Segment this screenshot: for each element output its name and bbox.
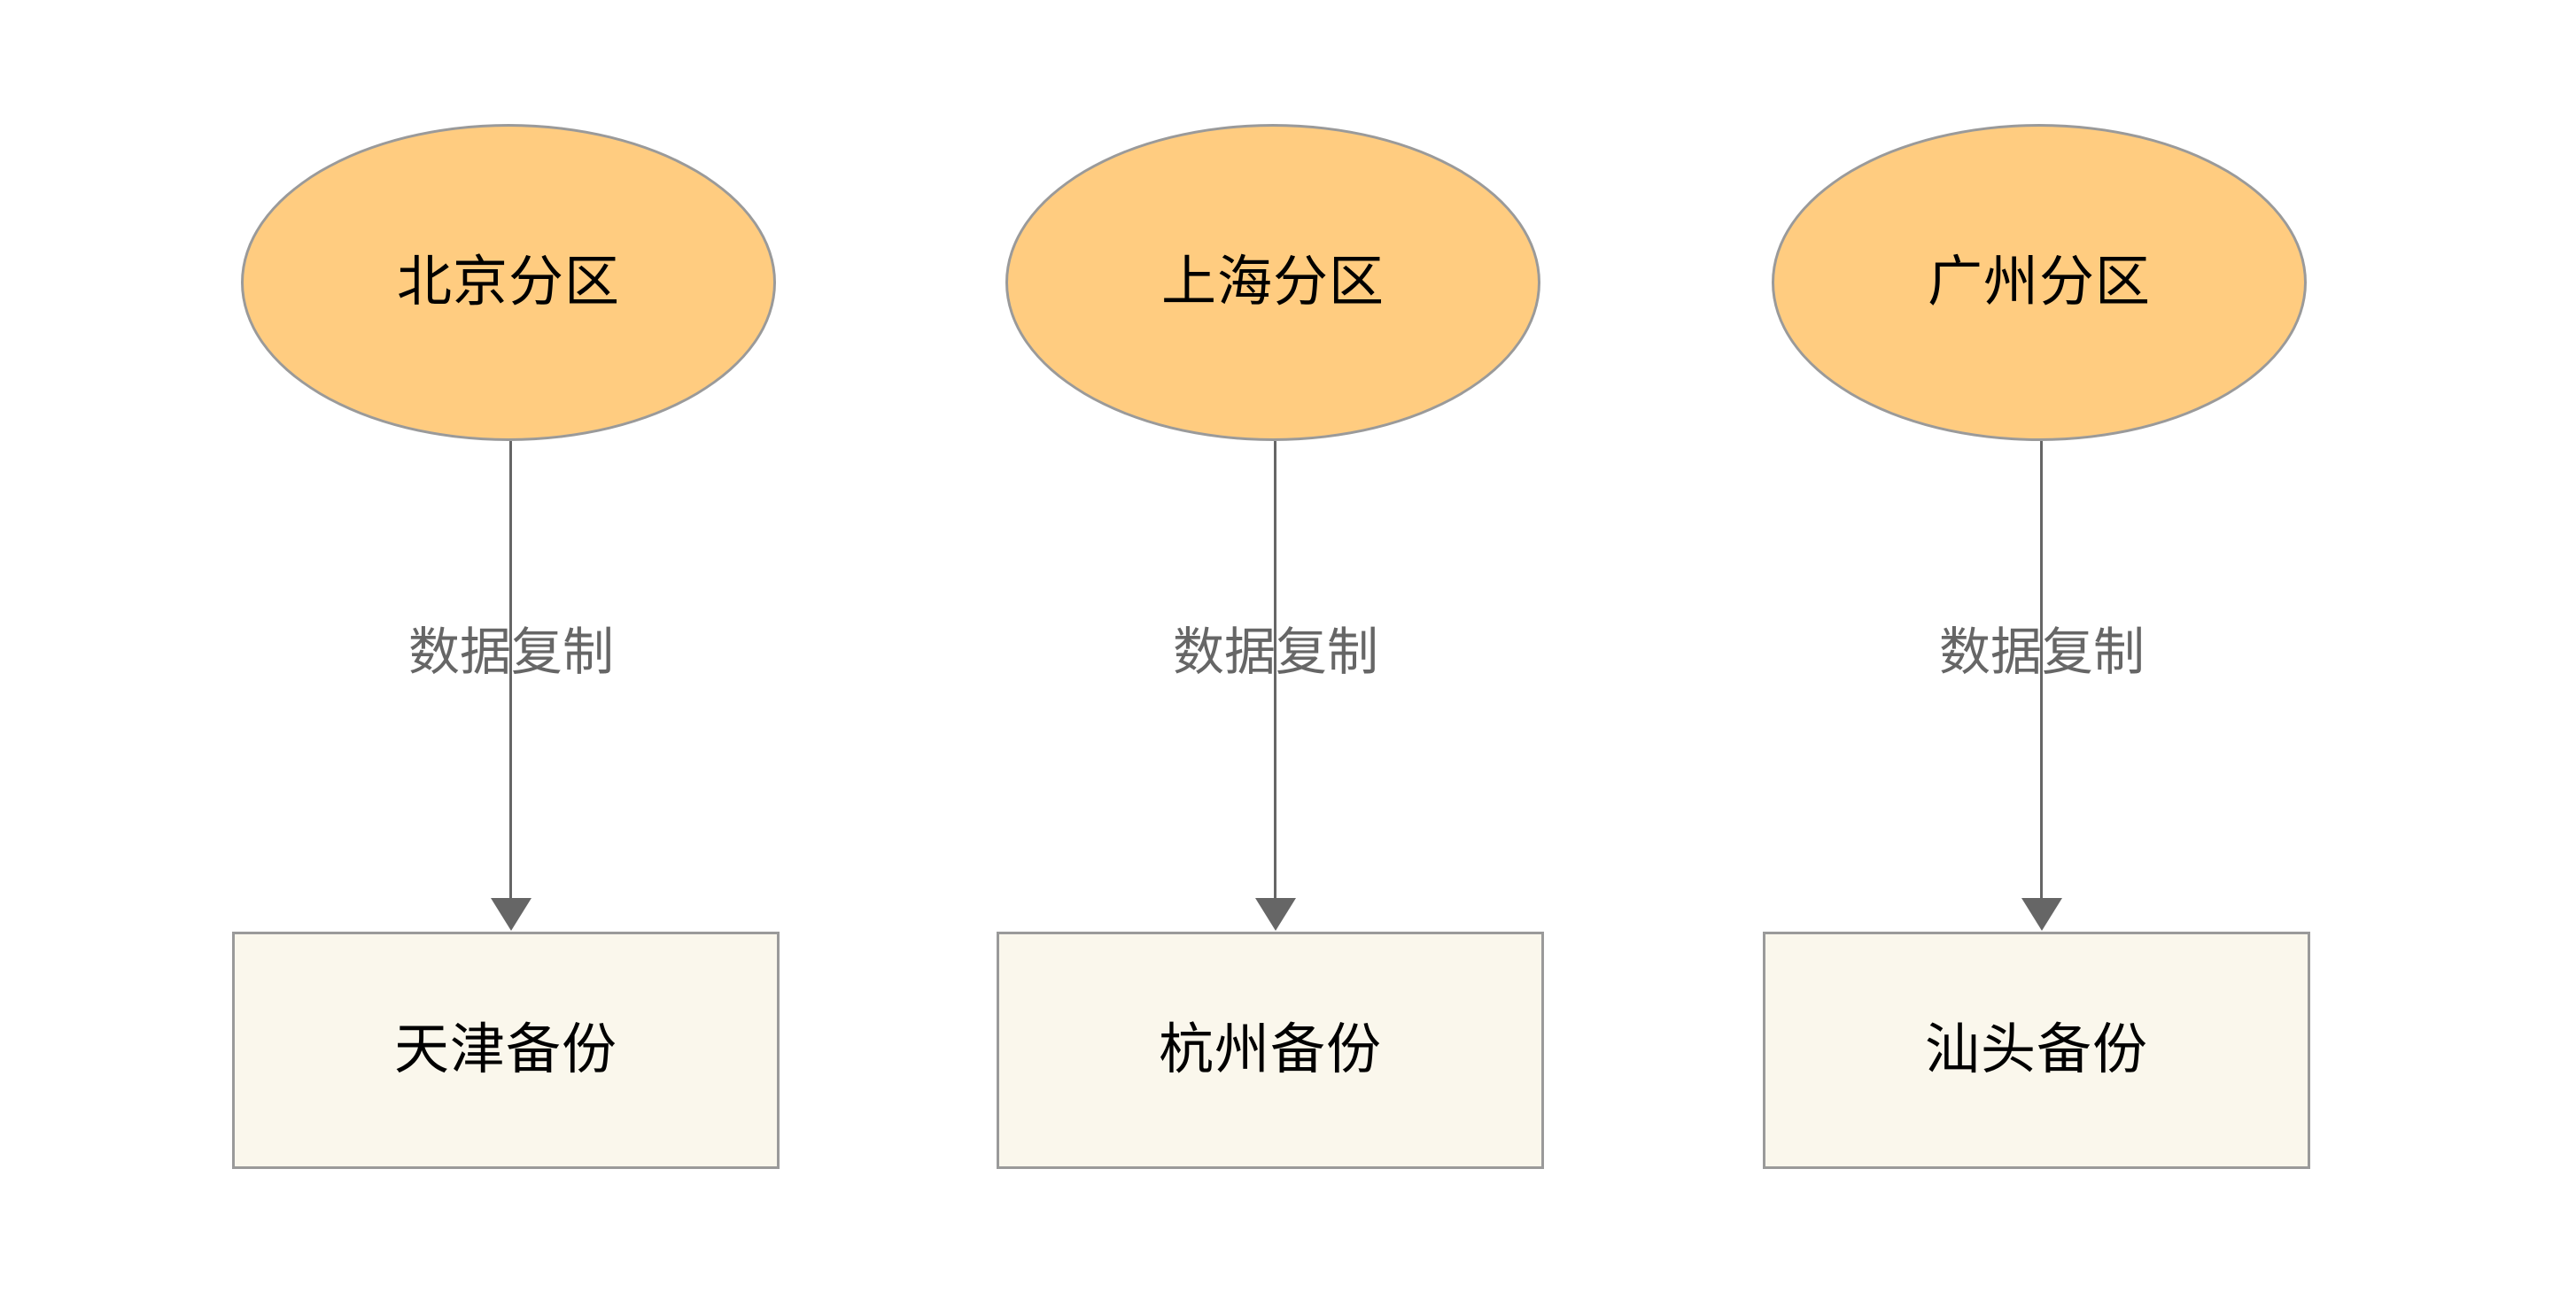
edge-guangzhou-to-shantou[interactable]: 数据复制	[1732, 441, 2352, 933]
down-arrow-icon	[2021, 898, 2062, 931]
node-source-label: 北京分区	[396, 252, 620, 313]
edge-shanghai-to-hangzhou[interactable]: 数据复制	[966, 441, 1586, 933]
diagram-column-beijing: 北京分区 数据复制 天津备份	[201, 0, 821, 1316]
node-source-label: 广州分区	[1927, 252, 2151, 313]
down-arrow-icon	[491, 898, 531, 931]
node-source-label: 上海分区	[1160, 252, 1385, 313]
down-arrow-icon	[1255, 898, 1296, 931]
node-source-beijing[interactable]: 北京分区	[241, 124, 776, 441]
node-target-label: 杭州备份	[1158, 1019, 1382, 1080]
edge-label: 数据复制	[1938, 623, 2145, 681]
node-source-guangzhou[interactable]: 广州分区	[1772, 124, 2307, 441]
node-target-label: 天津备份	[393, 1019, 617, 1080]
edge-beijing-to-tianjin[interactable]: 数据复制	[201, 441, 821, 933]
edge-line	[509, 441, 512, 906]
node-target-tianjin[interactable]: 天津备份	[232, 932, 780, 1169]
diagram-column-shanghai: 上海分区 数据复制 杭州备份	[966, 0, 1586, 1316]
edge-line	[1274, 441, 1276, 906]
edge-label: 数据复制	[407, 623, 614, 681]
edge-line	[2040, 441, 2043, 906]
node-target-hangzhou[interactable]: 杭州备份	[997, 932, 1544, 1169]
diagram-column-guangzhou: 广州分区 数据复制 汕头备份	[1732, 0, 2352, 1316]
edge-label: 数据复制	[1172, 623, 1378, 681]
node-target-label: 汕头备份	[1924, 1019, 2148, 1080]
node-source-shanghai[interactable]: 上海分区	[1005, 124, 1540, 441]
node-target-shantou[interactable]: 汕头备份	[1763, 932, 2310, 1169]
